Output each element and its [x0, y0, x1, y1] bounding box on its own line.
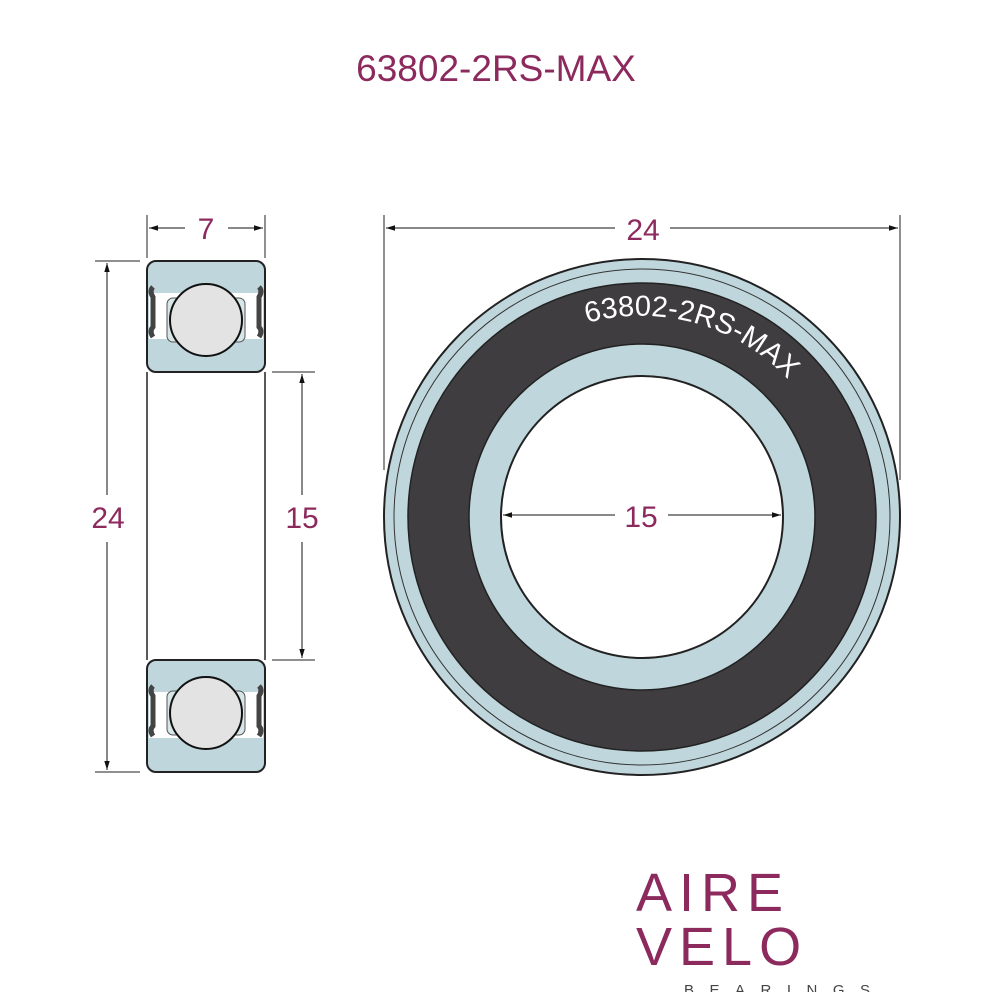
front-outer-dimension-label: 24	[626, 214, 659, 247]
front-bore-dimension-label: 15	[624, 501, 657, 534]
side-outer-dimension-label: 24	[91, 502, 124, 535]
upper-ball-section	[146, 260, 266, 373]
logo-sub-text: BEARINGS	[684, 982, 886, 992]
page-title: 63802-2RS-MAX	[356, 48, 636, 89]
lower-ball-section	[146, 659, 266, 773]
side-bore-dimension-label: 15	[285, 502, 318, 535]
width-dimension-label: 7	[198, 213, 215, 246]
logo-main-text: AIRE VELO	[636, 863, 809, 977]
brand-logo: AIRE VELO BEARINGS	[636, 866, 926, 992]
side-view: 7 24 15	[91, 213, 319, 773]
front-view: 63802-2RS-MAX 24 15	[383, 214, 901, 776]
